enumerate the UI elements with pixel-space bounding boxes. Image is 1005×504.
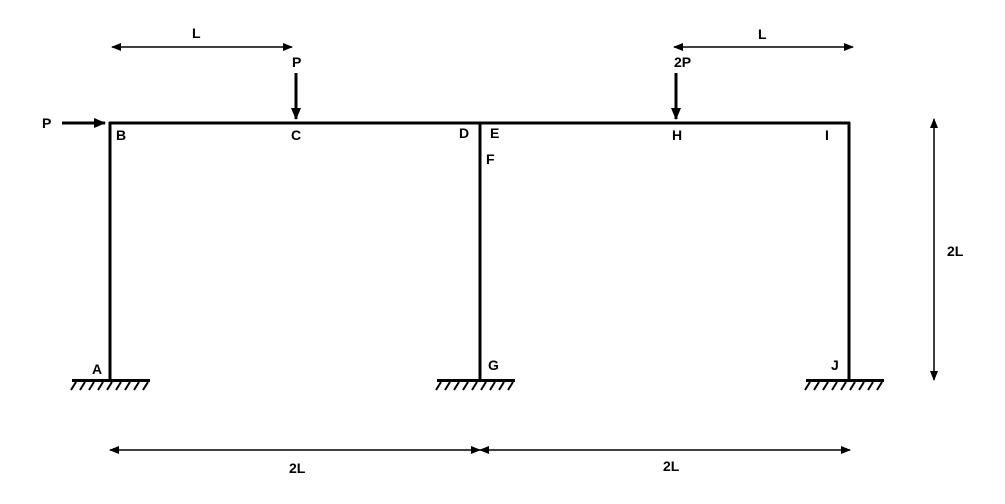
frame-members: [108, 121, 851, 380]
node-label-C: C: [291, 127, 302, 143]
node-label-D: D: [459, 125, 470, 141]
node-label-A: A: [92, 361, 103, 377]
load-label-2P-vertical: 2P: [674, 54, 692, 70]
support-J: [804, 379, 884, 391]
node-label-E: E: [490, 125, 500, 141]
support-G: [435, 379, 515, 391]
dim-label-bottom-left: 2L: [289, 460, 306, 476]
node-label-J: J: [831, 357, 839, 373]
node-label-B: B: [116, 127, 127, 143]
dim-label-top-right: L: [758, 26, 767, 42]
load-label-P-horizontal: P: [42, 115, 52, 131]
node-label-F: F: [486, 151, 495, 167]
dim-label-height: 2L: [947, 243, 964, 259]
node-label-I: I: [825, 127, 829, 143]
load-label-P-vertical: P: [292, 54, 302, 70]
node-label-H: H: [672, 127, 683, 143]
support-A: [70, 379, 150, 391]
dim-label-bottom-right: 2L: [663, 458, 680, 474]
node-label-G: G: [488, 357, 499, 373]
dim-label-top-left: L: [192, 25, 201, 41]
